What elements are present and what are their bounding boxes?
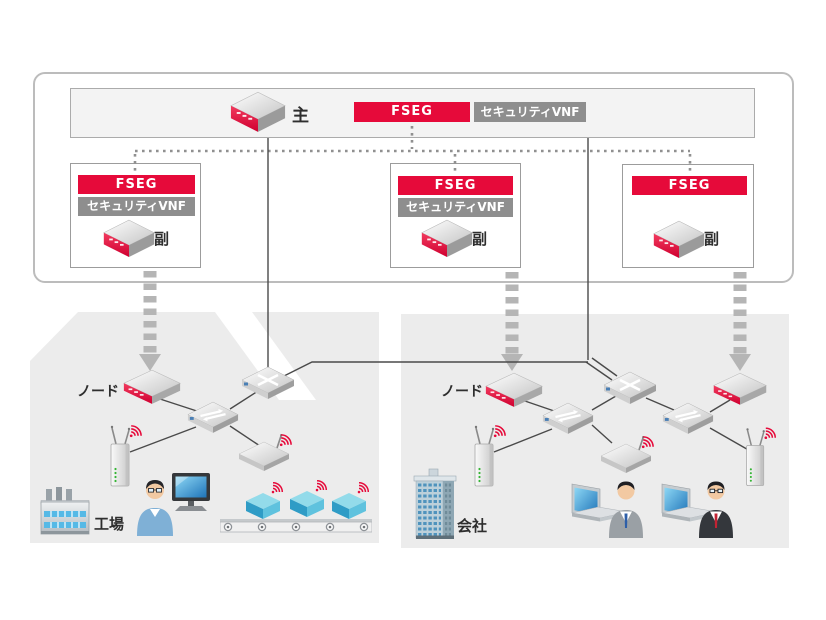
company-switch-icon-2 <box>661 402 715 435</box>
employee-with-laptop-icon-2 <box>661 481 734 538</box>
factory-site-area <box>30 312 379 543</box>
deploy-arrows <box>139 271 751 371</box>
fseg-badge-main: FSEG <box>354 102 470 122</box>
company-site-area <box>401 314 789 548</box>
vnf-badge-main: セキュリティVNF <box>474 102 586 122</box>
secondary-device-label-3: 副 <box>704 230 720 248</box>
employee-with-laptop-icon-1 <box>571 481 644 538</box>
company-site-label: 会社 <box>457 517 488 535</box>
vnf-badge-secondary-1: セキュリティVNF <box>78 197 195 216</box>
factory-wireless-router-icon <box>239 434 291 471</box>
company-node-device-icon-2 <box>713 372 767 406</box>
factory-building-icon <box>40 486 90 535</box>
secondary-device-label-1: 副 <box>154 230 170 248</box>
factory-node-label: ノード <box>77 384 119 400</box>
office-building-icon <box>412 468 458 541</box>
factory-router-icon <box>240 366 296 400</box>
fseg-badge-secondary-2: FSEG <box>398 176 513 195</box>
main-device-label: 主 <box>292 106 309 126</box>
company-access-point-icon-1 <box>475 426 505 486</box>
company-router-icon <box>602 371 658 405</box>
vnf-badge-secondary-2: セキュリティVNF <box>398 198 513 217</box>
secondary-device-label-2: 副 <box>472 230 488 248</box>
factory-node-device-icon <box>123 369 181 405</box>
factory-worker-with-monitor-icon <box>136 472 211 536</box>
company-node-device-icon <box>485 372 543 408</box>
company-node-label: ノード <box>441 384 483 400</box>
company-access-point-icon-2 <box>746 428 775 485</box>
company-switch-icon-1 <box>541 402 595 435</box>
fseg-badge-secondary-1: FSEG <box>78 175 195 194</box>
conveyor-belt-icon <box>220 481 372 532</box>
company-wireless-router-icon <box>601 436 653 473</box>
factory-switch-icon <box>186 401 240 434</box>
factory-site-label: 工場 <box>94 515 125 533</box>
fseg-badge-secondary-3: FSEG <box>632 176 747 195</box>
factory-access-point-icon <box>111 426 141 486</box>
